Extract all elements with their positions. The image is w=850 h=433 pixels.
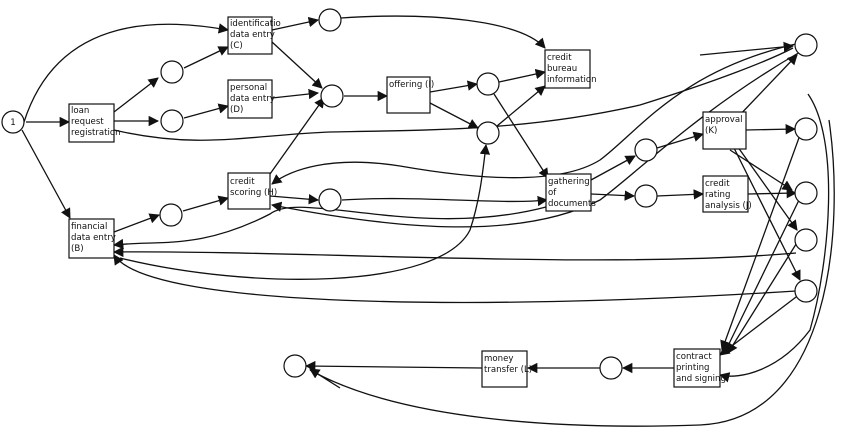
place (634, 184, 658, 208)
transition-label: data entry (230, 30, 275, 40)
transition-credit-bureau-information: credit bureau information (544, 49, 597, 89)
places: 1 (1, 8, 818, 380)
transition-label: information (547, 75, 597, 85)
place (794, 279, 818, 303)
transition-label: data entry (71, 233, 116, 243)
transition-offering: offering (I) (386, 76, 434, 114)
transition-label: scoring (H) (230, 188, 277, 198)
transition-label: credit (230, 177, 255, 187)
transition-label: financial (71, 222, 107, 232)
edges (21, 15, 835, 427)
transition-label: approval (705, 115, 743, 125)
transitions: loan request registration financial data… (68, 16, 752, 388)
place (794, 33, 818, 57)
transition-label: offering (I) (389, 80, 434, 90)
transition-label: of (548, 188, 557, 198)
transition-label: data entry (230, 94, 275, 104)
transition-financial-data-entry: financial data entry (B) (68, 218, 116, 259)
transition-label: (D) (230, 105, 243, 115)
transition-label: request (71, 117, 104, 127)
transition-label: money (484, 354, 513, 364)
transition-loan-request: loan request registration (68, 103, 121, 143)
start-place: 1 (1, 110, 25, 134)
transition-label: documents (548, 199, 596, 209)
place (599, 356, 623, 380)
place (794, 228, 818, 252)
place (160, 60, 184, 84)
transition-gathering-of-documents: gathering of documents (545, 173, 596, 212)
transition-label: personal (230, 83, 267, 93)
transition-label: transfer (L) (484, 365, 532, 375)
transition-label: (C) (230, 41, 243, 51)
transition-label: printing (676, 363, 709, 373)
transition-credit-scoring: credit scoring (H) (227, 172, 277, 210)
transition-personal-data-entry: personal data entry (D) (227, 79, 275, 119)
transition-approval: approval (K) (702, 111, 747, 150)
transition-label: rating (705, 190, 730, 200)
transition-label: bureau (547, 64, 577, 74)
transition-label: credit (547, 53, 572, 63)
transition-label: credit (705, 179, 730, 189)
transition-label: (B) (71, 244, 84, 254)
place (318, 188, 342, 212)
transition-money-transfer: money transfer (L) (481, 350, 532, 388)
transition-label: identificatio (230, 19, 281, 29)
transition-label: analysis (J) (705, 201, 752, 211)
transition-identification-data-entry: identificatio data entry (C) (227, 16, 281, 55)
transition-credit-rating-analysis: credit rating analysis (J) (702, 175, 752, 213)
place (318, 8, 342, 32)
place (634, 138, 658, 162)
place (476, 72, 500, 96)
transition-label: gathering (548, 177, 590, 187)
transition-label: contract (676, 352, 712, 362)
place (794, 181, 818, 205)
end-place (283, 354, 307, 378)
transition-contract-printing-signing: contract printing and signing (673, 348, 726, 388)
place (476, 121, 500, 145)
start-place-label: 1 (10, 118, 15, 128)
place (159, 203, 183, 227)
transition-label: registration (71, 128, 121, 138)
transition-label: (K) (705, 126, 717, 136)
transition-label: loan (71, 106, 89, 116)
place (160, 109, 184, 133)
place (320, 84, 344, 108)
transition-label: and signing (676, 374, 726, 384)
place (794, 117, 818, 141)
